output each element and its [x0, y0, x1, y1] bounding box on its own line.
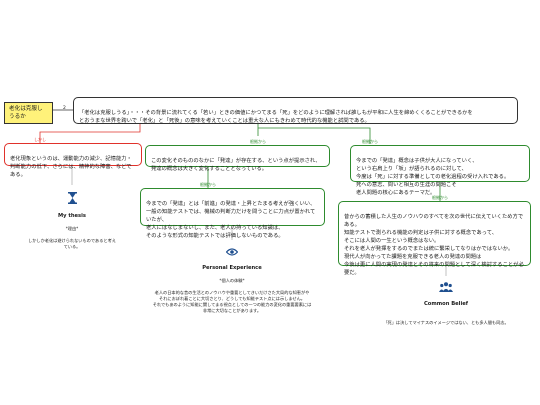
personal-experience-subtitle: *個人の体験*	[219, 278, 245, 283]
crowd-icon	[439, 282, 453, 292]
against-node[interactable]: 老化現象というのは、運動能力の減少、記憶能力・ 判断能力の低下、さらには、精神的…	[4, 143, 142, 178]
hourglass-icon	[67, 192, 77, 204]
my-thesis-ref[interactable]: My thesis *理由* しかしか老化は避けられないものであると考えている。	[27, 186, 117, 256]
personal-experience-text: 老人の日本的な昔の生活とのノウハウや重要としてきいだけさた大局的な知恵がや それ…	[152, 290, 312, 313]
against-label: しかし	[34, 137, 46, 142]
support-right-text: 今までの「発達」概念は子供が大人になっていく、 という右肩上り「坂」が語られるの…	[356, 158, 510, 196]
support-right-child-node[interactable]: 昔からの蓄積した人生のノウハウのすべてを次の世代に伝えていくため方である。 知能…	[338, 201, 531, 276]
my-thesis-subtitle: *理由*	[65, 226, 79, 231]
support-right-label: 根拠から	[362, 139, 378, 144]
support-right-child-text: 昔からの蓄積した人生のノウハウのすべてを次の世代に伝えていくため方である。 知能…	[344, 214, 524, 276]
eye-icon	[226, 248, 238, 256]
root-badge-text: 2	[63, 106, 66, 111]
personal-experience-title: Personal Experience	[202, 265, 262, 271]
my-thesis-title: My thesis	[58, 213, 86, 219]
support-left-label: 根拠から	[250, 139, 266, 144]
common-belief-ref[interactable]: Common Belief 「死」は決してマイナスのイメージではない、とも多人間…	[356, 276, 536, 332]
support-right-child-label: 根拠から	[432, 195, 448, 200]
support-left-child-node[interactable]: 今までの「発達」とは「前進」の発達・上昇とたまる考えが強くいい、 一般の知能テス…	[140, 188, 325, 239]
my-thesis-text: しかしか老化は避けられないものであると考えている。	[28, 238, 116, 249]
root-text: 「老化は克服しうる」・・・その背景に流れてくる「若い」ときの価値にかつてまる「死…	[79, 110, 473, 124]
root-node[interactable]: 「老化は克服しうる」・・・その背景に流れてくる「若い」ときの価値にかつてまる「死…	[73, 97, 518, 124]
support-left-node[interactable]: この変化そのもののなかに「発達」が存在する、という点が提示され、 発達の概念は大…	[145, 145, 330, 172]
root-badge: 2	[63, 106, 66, 111]
personal-experience-ref[interactable]: Personal Experience *個人の体験* 老人の日本的な昔の生活と…	[132, 242, 332, 320]
common-belief-title: Common Belief	[423, 301, 469, 307]
topic-label[interactable]: 老化は克服しうるか	[4, 102, 53, 124]
common-belief-text: 「死」は決してマイナスのイメージではない、とも多人間も同志。	[383, 320, 509, 325]
support-left-child-label: 根拠から	[200, 182, 216, 187]
support-left-text: この変化そのもののなかに「発達」が存在する、という点が提示され、 発達の概念は大…	[151, 158, 321, 172]
topic-text: 老化は克服しうるか	[9, 106, 43, 120]
support-right-node[interactable]: 今までの「発達」概念は子供が大人になっていく、 という右肩上り「坂」が語られるの…	[350, 145, 530, 196]
support-left-child-text: 今までの「発達」とは「前進」の発達・上昇とたまる考えが強くいい、 一般の知能テス…	[146, 201, 316, 239]
against-text: 老化現象というのは、運動能力の減少、記憶能力・ 判断能力の低下、さらには、精神的…	[10, 156, 132, 178]
